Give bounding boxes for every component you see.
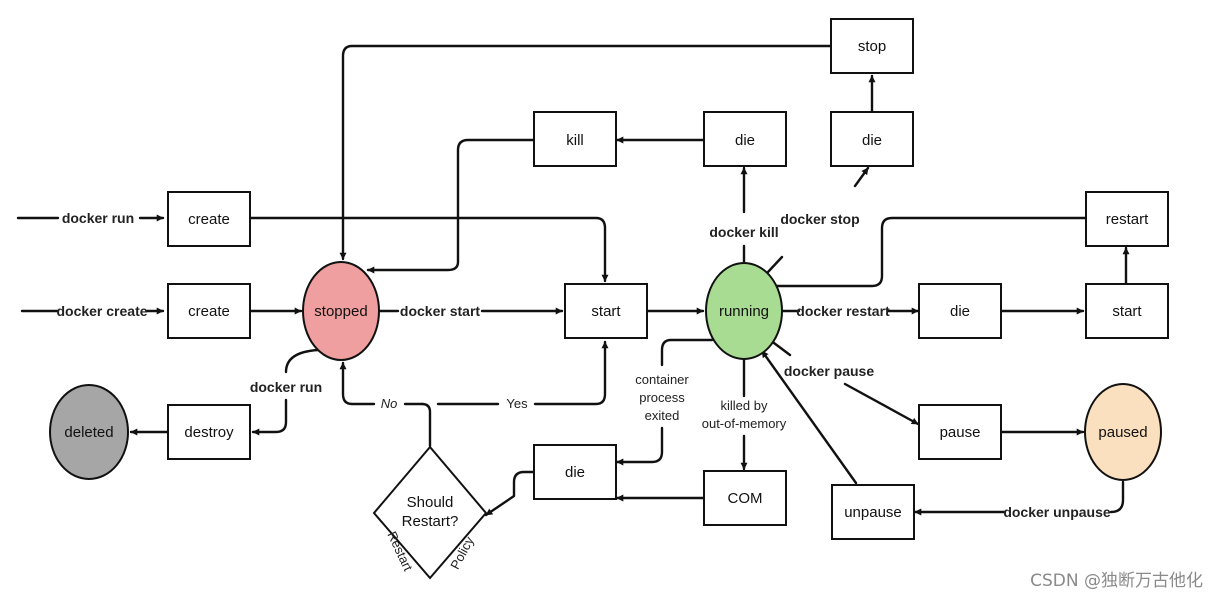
label-docker-unpause: docker unpause xyxy=(1003,504,1111,520)
label-no: No xyxy=(381,396,398,411)
node-stopped: stopped xyxy=(302,261,380,361)
node-running-label: running xyxy=(719,303,769,320)
node-pause: pause xyxy=(918,404,1002,460)
node-create-run: create xyxy=(167,191,251,247)
node-die-restart-label: die xyxy=(950,303,970,320)
edge-running-to-pause xyxy=(768,338,918,424)
edge-running-to-die-stop xyxy=(766,168,868,274)
node-should-restart-line1: Should xyxy=(407,494,454,511)
node-start-right-label: start xyxy=(1112,303,1142,320)
node-restart-label: restart xyxy=(1106,211,1149,228)
node-die-stop-label: die xyxy=(862,132,882,149)
node-paused: paused xyxy=(1084,383,1162,481)
node-paused-label: paused xyxy=(1098,424,1147,441)
label-container-line1: container xyxy=(635,372,689,387)
label-oom-line2: out-of-memory xyxy=(702,416,787,431)
node-should-restart: Should Restart? xyxy=(372,445,488,580)
node-com-label: COM xyxy=(728,490,763,507)
node-die-top-label: die xyxy=(735,132,755,149)
label-container-line2: process xyxy=(639,390,685,405)
label-docker-create-entry: docker create xyxy=(56,303,147,319)
node-paused-circle xyxy=(1084,383,1162,481)
node-unpause: unpause xyxy=(831,484,915,540)
label-docker-kill: docker kill xyxy=(709,224,778,240)
node-kill: kill xyxy=(533,111,617,167)
label-docker-restart: docker restart xyxy=(796,303,890,319)
node-die-bottom: die xyxy=(533,444,617,500)
node-destroy: destroy xyxy=(167,404,251,460)
node-running-circle xyxy=(705,262,783,360)
edge-paused-to-unpause xyxy=(915,480,1125,512)
edge-create-run-to-start xyxy=(248,216,609,283)
node-running: running xyxy=(705,262,783,360)
edge-kill-to-stopped xyxy=(366,138,536,274)
node-should-restart-line2: Restart? xyxy=(402,513,459,530)
node-destroy-label: destroy xyxy=(184,424,234,441)
label-docker-start: docker start xyxy=(400,303,480,319)
node-die-bottom-label: die xyxy=(565,464,585,481)
watermark: CSDN @独断万古他化 xyxy=(1030,571,1203,591)
node-start-main-label: start xyxy=(591,303,621,320)
node-unpause-label: unpause xyxy=(844,504,902,521)
edges xyxy=(16,44,1130,517)
edge-restart-to-running xyxy=(765,216,1088,290)
nodes: stop kill die die create restart create xyxy=(49,18,1169,580)
node-kill-label: kill xyxy=(566,132,584,149)
edge-labels: docker run docker create docker start do… xyxy=(56,210,1110,574)
node-stopped-circle xyxy=(302,261,380,361)
node-deleted-circle xyxy=(49,384,129,480)
node-should-restart-diamond xyxy=(372,445,488,580)
node-stopped-label: stopped xyxy=(314,303,367,320)
node-stop: stop xyxy=(830,18,914,74)
label-oom-line1: killed by xyxy=(721,398,768,413)
edge-die-to-should-restart xyxy=(484,470,536,517)
label-docker-pause: docker pause xyxy=(784,363,874,379)
node-restart: restart xyxy=(1085,191,1169,247)
edge-should-restart-no xyxy=(343,363,424,406)
node-start-main: start xyxy=(564,283,648,339)
edge-should-restart-yes xyxy=(436,342,605,406)
label-docker-run-entry: docker run xyxy=(62,210,134,226)
node-create-run-label: create xyxy=(188,211,230,228)
edge-unpause-to-running xyxy=(760,349,858,485)
node-deleted-label: deleted xyxy=(64,424,113,441)
node-pause-label: pause xyxy=(940,424,981,441)
node-die-stop: die xyxy=(830,111,914,167)
node-start-right: start xyxy=(1085,283,1169,339)
label-container-line3: exited xyxy=(645,408,680,423)
node-create-create: create xyxy=(167,283,251,339)
label-docker-stop: docker stop xyxy=(780,211,859,227)
node-die-top: die xyxy=(703,111,787,167)
node-die-restart: die xyxy=(918,283,1002,339)
node-create-create-label: create xyxy=(188,303,230,320)
node-com: COM xyxy=(703,470,787,526)
label-docker-run-destroy: docker run xyxy=(250,379,322,395)
edge-running-to-die-exit xyxy=(617,338,714,462)
edge-stopped-to-destroy xyxy=(253,348,320,432)
edge-should-restart-stem xyxy=(420,402,432,448)
node-stop-label: stop xyxy=(858,38,886,55)
label-yes: Yes xyxy=(506,396,528,411)
node-deleted: deleted xyxy=(49,384,129,480)
edge-stop-to-stopped xyxy=(339,44,833,261)
